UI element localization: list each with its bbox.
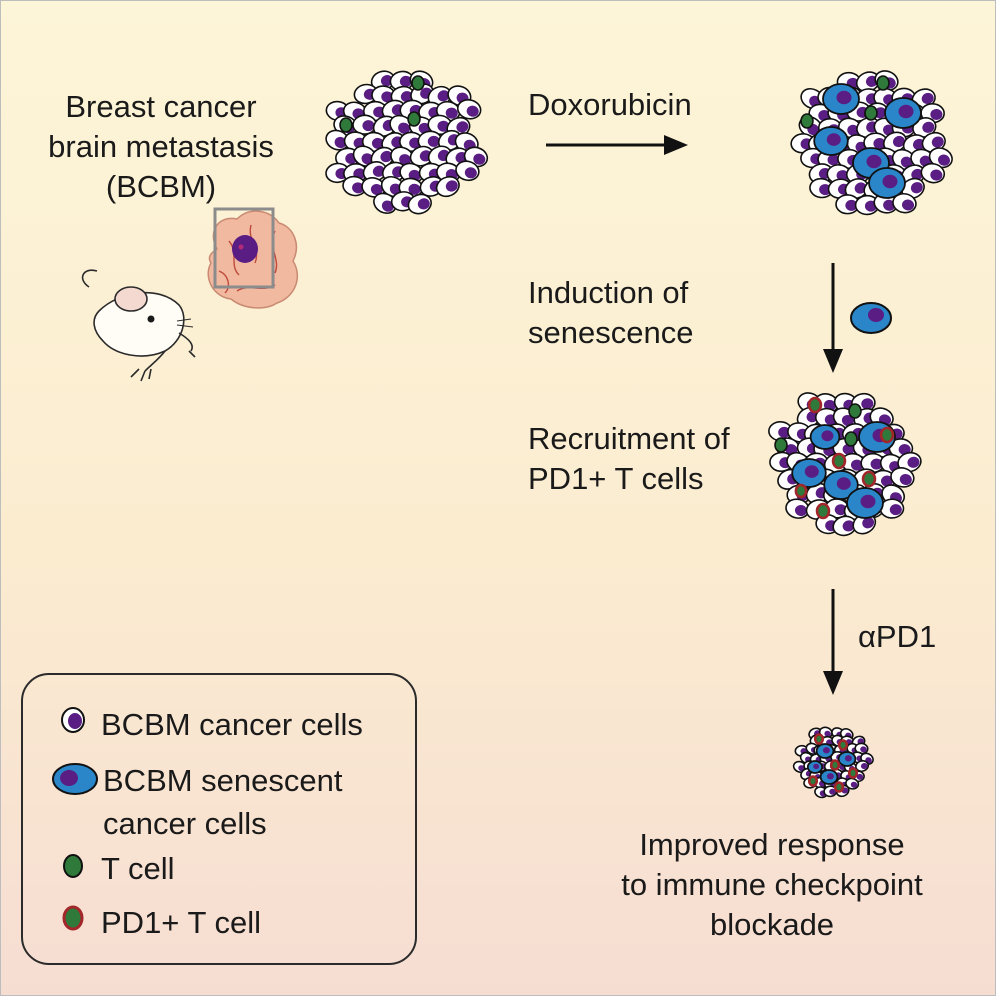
- senescent-cell-icon: [846, 487, 884, 519]
- cancer-cell-icon: [463, 146, 489, 168]
- apd1-label: αPD1: [858, 619, 937, 654]
- outcome-label: Improved response to immune checkpoint b…: [621, 827, 923, 942]
- cancer-cell-icon: [920, 162, 946, 184]
- t-cell-icon: [407, 111, 421, 127]
- tumor-cluster-doxorubicin: [790, 70, 953, 216]
- pd1-t-cell-icon: [879, 426, 895, 444]
- cancer-cell-icon: [892, 192, 917, 214]
- down-arrow-icon: [823, 589, 843, 695]
- legend-label-t-cell: T cell: [101, 851, 175, 886]
- cancer-cell-icon: [389, 114, 414, 137]
- t-cell-icon: [63, 854, 83, 878]
- senescent-cell-icon: [52, 763, 98, 795]
- mouse-icon: [81, 269, 196, 382]
- senescent-cell-icon: [822, 83, 860, 115]
- senescent-cell-icon: [819, 769, 839, 785]
- t-cell-icon: [864, 105, 878, 121]
- legend-label-pd1-t-cell: PD1+ T cell: [101, 905, 261, 940]
- t-cell-icon: [339, 117, 353, 133]
- t-cell-icon: [774, 437, 788, 453]
- tumor-cluster-recruitment: [768, 392, 922, 537]
- cancer-cell-icon: [373, 192, 397, 215]
- senescent-cell-icon: [850, 302, 892, 334]
- senescent-cell-icon: [868, 167, 906, 199]
- cancer-cell-icon: [325, 129, 350, 151]
- right-arrow-icon: [546, 135, 688, 155]
- pd1-t-cell-icon: [837, 739, 849, 751]
- pd1-t-cell-icon: [794, 483, 808, 499]
- cancer-cell-icon: [785, 498, 810, 519]
- legend: BCBM cancer cells BCBM senescent cancer …: [21, 673, 417, 965]
- cancer-cell-icon: [456, 98, 482, 120]
- pd1-t-cell-icon: [861, 470, 877, 488]
- t-cell-icon: [844, 431, 858, 447]
- cancer-cell-icon: [928, 147, 953, 169]
- senescent-cell-icon: [806, 760, 824, 774]
- cancer-cell-icon: [61, 707, 85, 733]
- cancer-cell-icon: [435, 175, 460, 198]
- cancer-cell-icon: [845, 777, 860, 790]
- cancer-cell-icon: [407, 193, 432, 215]
- cancer-cell-icon: [832, 515, 857, 537]
- pd1-t-cell-icon: [807, 396, 823, 414]
- cancer-cell-icon: [851, 392, 876, 414]
- pd1-t-cell-icon: [813, 733, 825, 745]
- down-arrow-icon: [823, 263, 843, 373]
- t-cell-icon: [800, 113, 814, 129]
- mouse-brain-illustration: [81, 207, 298, 382]
- cancer-cell-icon: [855, 760, 870, 773]
- senescent-cell-icon: [884, 97, 922, 129]
- cancer-cell-icon: [882, 131, 908, 153]
- legend-label-senescent-cells: BCBM senescent cancer cells: [103, 763, 343, 841]
- cancer-cell-icon: [790, 133, 816, 154]
- pd1-t-cell-icon: [847, 767, 859, 779]
- cancer-cell-icon: [455, 160, 480, 182]
- tumor-cluster-initial: [325, 70, 489, 215]
- pd1-t-cell-icon: [829, 759, 841, 771]
- t-cell-icon: [411, 75, 425, 91]
- tumor-cluster-shrunk: [792, 726, 874, 799]
- pd1-t-cell-icon: [833, 781, 845, 793]
- cancer-cell-icon: [353, 83, 379, 105]
- senescent-cell-icon: [813, 126, 849, 156]
- cancer-cell-icon: [852, 512, 877, 535]
- pd1-t-cell-icon: [815, 502, 831, 520]
- pd1-t-cell-icon: [807, 775, 819, 787]
- doxorubicin-label: Doxorubicin: [528, 87, 692, 122]
- cancer-cell-icon: [890, 467, 915, 488]
- brain-icon: [207, 207, 298, 309]
- senescent-cell-icon: [809, 424, 841, 450]
- cancer-cell-icon: [814, 407, 840, 429]
- cancer-cell-icon: [855, 71, 881, 93]
- senescent-cell-icon: [823, 470, 859, 500]
- cancer-cell-icon: [897, 451, 922, 473]
- bcbm-title: Breast cancer brain metastasis (BCBM): [48, 89, 274, 204]
- t-cell-icon: [876, 75, 890, 91]
- t-cell-icon: [848, 403, 862, 419]
- senescent-cell-icon: [791, 458, 827, 488]
- senescence-step-label: Induction of senescence: [528, 275, 694, 350]
- legend-label-cancer-cells: BCBM cancer cells: [101, 707, 363, 742]
- senescent-cell-icon: [815, 743, 835, 759]
- cancer-cell-icon: [835, 194, 860, 215]
- senescent-cell-icon: [837, 751, 857, 767]
- pd1-t-cell-icon: [62, 905, 84, 931]
- recruitment-step-label: Recruitment of PD1+ T cells: [528, 421, 730, 496]
- pd1-t-cell-icon: [831, 452, 847, 470]
